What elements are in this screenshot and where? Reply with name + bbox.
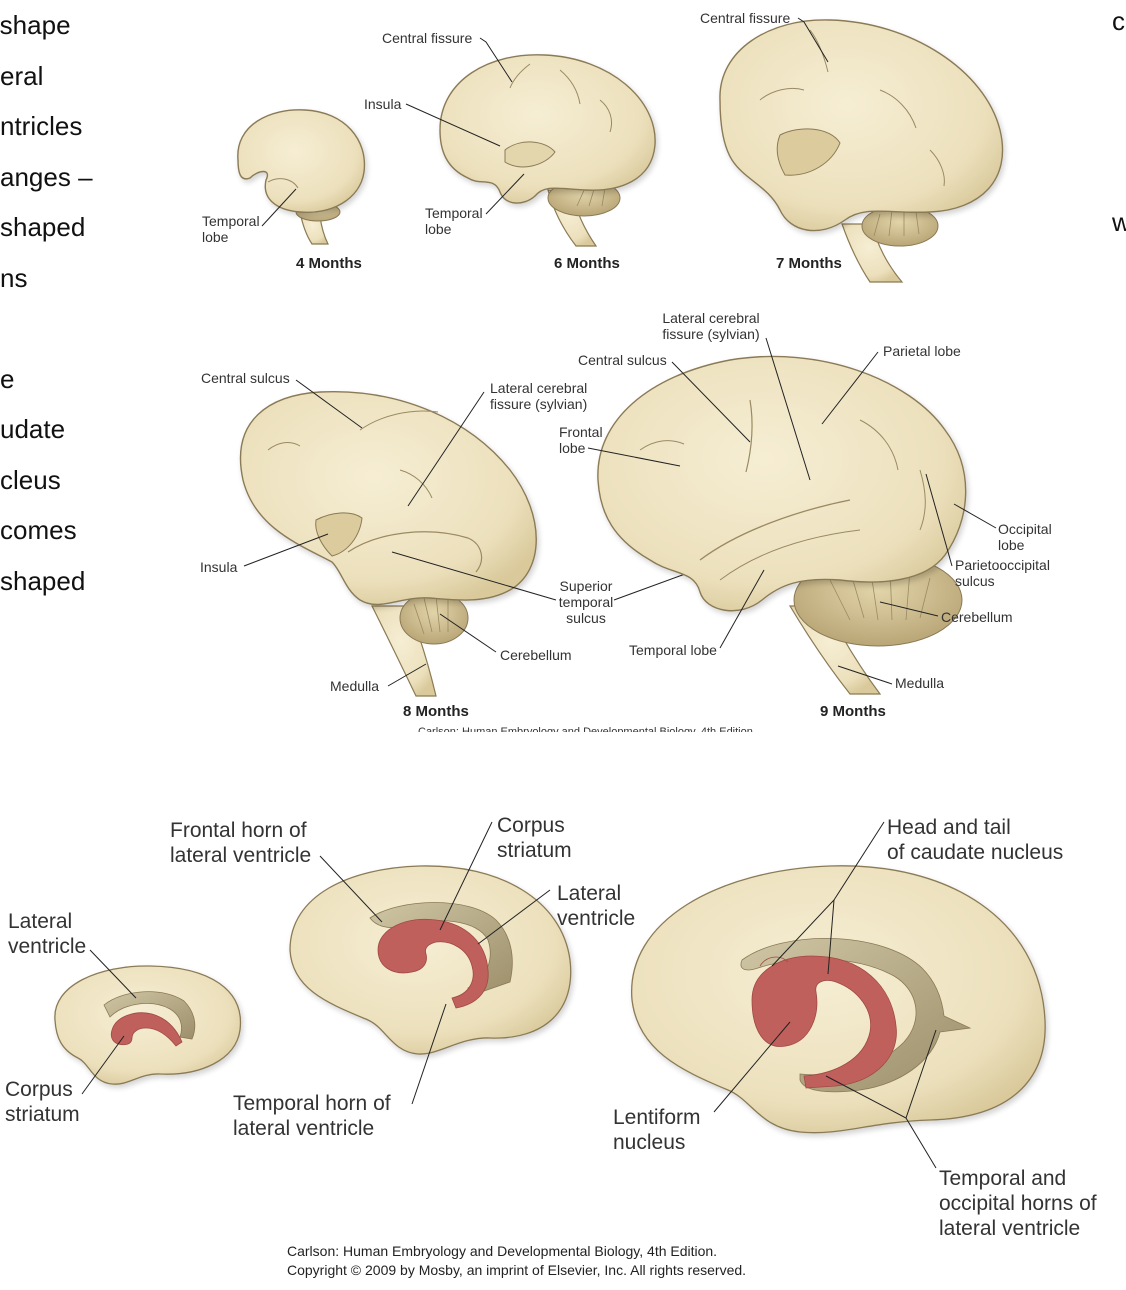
- stage-8-months: 8 Months: [403, 703, 469, 720]
- label-parietal-lobe-9: Parietal lobe: [883, 343, 961, 359]
- copyright-line: Copyright © 2009 by Mosby, an imprint of…: [287, 1262, 747, 1278]
- brain-6-months: [439, 54, 656, 247]
- brain-7-months: [719, 19, 1004, 283]
- label-cerebellum-9: Cerebellum: [941, 609, 1013, 625]
- stage-6-months: 6 Months: [554, 255, 620, 272]
- ventricle-brain-small: [54, 965, 242, 1085]
- side-text-line: ns: [0, 262, 28, 293]
- ventricle-brain-medium: [289, 865, 572, 1055]
- side-text-line: cleus: [0, 464, 61, 495]
- side-text-line: e: [0, 363, 15, 394]
- copyright-line: Carlson: Human Embryology and Developmen…: [287, 1243, 718, 1259]
- cropped-side-text: e shape eral ntricles anges – shaped ns …: [0, 0, 110, 606]
- side-text-line: anges –: [0, 161, 93, 192]
- side-text-line: e shape: [0, 10, 71, 40]
- label-central-sulcus-8: Central sulcus: [201, 370, 290, 386]
- side-text-line: shaped: [0, 565, 86, 596]
- label-insula-6: Insula: [364, 96, 402, 112]
- ventricle-brain-large: [631, 865, 1046, 1134]
- brain-8-months: [239, 390, 537, 697]
- stage-7-months: 7 Months: [776, 255, 842, 272]
- label-temporal-lobe-9: Temporal lobe: [629, 642, 717, 658]
- svg-text:Carlson: Human Embryology and: Carlson: Human Embryology and Developmen…: [418, 726, 753, 738]
- stage-9-months: 9 Months: [820, 703, 886, 720]
- label-central-sulcus-9: Central sulcus: [578, 352, 667, 368]
- side-text-line: ntricles: [0, 111, 83, 141]
- cut-caption: Carlson: Human Embryology and Developmen…: [418, 726, 753, 738]
- label-central-fissure-7: Central fissure: [700, 10, 790, 26]
- side-text-line: comes: [0, 515, 77, 545]
- side-text-line: shaped: [0, 212, 86, 242]
- side-text-line: udate: [0, 414, 66, 444]
- brain-4-months: [237, 109, 366, 245]
- stage-4-months: 4 Months: [296, 255, 362, 272]
- label-insula-8: Insula: [200, 559, 238, 575]
- label-central-fissure-6: Central fissure: [382, 30, 472, 46]
- brain-9-months: [597, 355, 967, 695]
- copyright-notice: Carlson: Human Embryology and Developmen…: [287, 1242, 887, 1280]
- cropped-right-text-top: c: [1112, 6, 1125, 36]
- label-medulla-8: Medulla: [330, 678, 379, 694]
- side-text-line: eral: [0, 60, 44, 91]
- cropped-right-text-middle: w: [1112, 207, 1126, 237]
- label-cerebellum-8: Cerebellum: [500, 647, 572, 663]
- label-medulla-9: Medulla: [895, 675, 944, 691]
